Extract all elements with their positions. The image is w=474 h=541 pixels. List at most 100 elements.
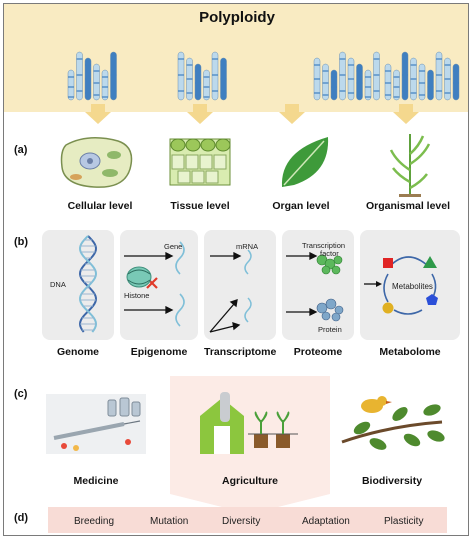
chromosome-band — [93, 82, 100, 84]
chromosome-band — [178, 58, 184, 60]
chromosome-band — [419, 94, 425, 96]
chromosome-band — [220, 92, 227, 94]
chromosome-band — [419, 70, 425, 72]
chromosome-band — [436, 58, 442, 60]
chromosome-band — [212, 58, 218, 60]
histone-label: Histone — [124, 291, 150, 300]
nucleosome-icon — [126, 266, 152, 288]
figure-frame — [3, 3, 469, 536]
chromosome-band — [339, 58, 346, 60]
chromosome-band — [436, 90, 442, 92]
panel-label-epigenome: Epigenome — [130, 346, 188, 358]
chromosome-band — [110, 74, 117, 76]
chromosome-band — [393, 76, 400, 78]
chromosome-band — [195, 70, 201, 72]
chromosome-band — [453, 82, 459, 84]
chromosome — [364, 69, 372, 101]
chromosome-band — [322, 94, 329, 96]
chromosome-band — [102, 76, 108, 78]
gene-label: Gene — [164, 242, 183, 251]
chromosome-band — [356, 82, 363, 84]
chromosome-band — [444, 92, 451, 94]
chromosome-band — [76, 58, 83, 60]
chromosome-band — [220, 78, 227, 80]
level-organ: Organ level — [272, 200, 330, 212]
chromosome-band — [322, 70, 329, 72]
chromosome-band — [348, 64, 354, 66]
chromosome-band — [393, 96, 400, 98]
chromosome-band — [110, 90, 117, 92]
chromosome — [101, 69, 109, 101]
chromosome-band — [178, 74, 184, 76]
chromosome-band — [331, 76, 337, 78]
dna-helix-icon — [78, 235, 98, 333]
section-b-label: (b) — [14, 236, 29, 248]
level-tissue: Tissue level — [170, 200, 230, 212]
bird-branch-icon — [341, 396, 445, 450]
chromosome-band — [314, 64, 320, 66]
chromosome-band — [203, 86, 210, 88]
panel-label-genome: Genome — [56, 346, 99, 358]
chromosome-band — [85, 64, 91, 66]
chromosome-band — [203, 96, 210, 98]
application-biodiversity: Biodiversity — [361, 475, 423, 487]
chromosome-band — [339, 90, 346, 92]
chromosome-band — [314, 92, 320, 94]
chromosome-band — [102, 96, 108, 98]
metabolite-cycle-icon — [364, 256, 438, 315]
protein-icon — [316, 254, 344, 322]
panel-label-metabolome: Metabolome — [379, 346, 441, 358]
chromosome-band — [385, 94, 391, 96]
chromosome-band — [410, 64, 417, 66]
chromosome-band — [393, 86, 400, 88]
cell-icon — [60, 137, 133, 188]
transcriptome-arrows — [209, 249, 252, 333]
chromosome-band — [427, 76, 434, 78]
tf-label-1: Transcription — [302, 241, 346, 250]
down-arrow-icon — [393, 104, 419, 124]
chromosome-band — [410, 78, 417, 80]
section-c-label: (c) — [14, 388, 28, 400]
chromosome-band — [444, 64, 451, 66]
proteome-arrows — [286, 251, 318, 317]
chromosome-band — [453, 94, 459, 96]
chromosome-band — [195, 82, 201, 84]
chromosome-band — [348, 78, 354, 80]
panel-label-proteome: Proteome — [293, 346, 343, 358]
trait-plasticity: Plasticity — [384, 516, 424, 527]
chromosome-band — [314, 78, 320, 80]
trait-mutation: Mutation — [150, 516, 189, 527]
application-agriculture: Agriculture — [221, 475, 278, 487]
chromosome-band — [102, 86, 108, 88]
chromosome-band — [444, 78, 451, 80]
chromosome — [330, 69, 338, 101]
down-arrow-icon — [187, 104, 213, 124]
chromosome-band — [373, 74, 380, 76]
chromosome-band — [93, 70, 100, 72]
dna-label: DNA — [50, 280, 66, 289]
chromosome — [67, 69, 75, 101]
chromosome-band — [365, 76, 371, 78]
chromosome-band — [427, 96, 434, 98]
dna-strand — [79, 235, 98, 333]
chromosome-sets — [67, 51, 460, 124]
section-a-label: (a) — [14, 144, 28, 156]
protein-label: Protein — [318, 325, 342, 334]
chromosome — [427, 69, 434, 101]
chromosome-band — [331, 96, 337, 98]
chromosome-band — [186, 64, 193, 66]
chromosome-band — [203, 76, 210, 78]
chromosome-band — [402, 74, 408, 76]
leaf-icon — [281, 137, 329, 187]
chromosome-band — [85, 78, 91, 80]
level-cellular: Cellular level — [67, 200, 133, 212]
section-d-label: (d) — [14, 512, 29, 524]
greenhouse-icon — [200, 392, 298, 454]
figure-title: Polyploidy — [199, 9, 275, 26]
chromosome-band — [373, 58, 380, 60]
trait-breeding: Breeding — [74, 516, 115, 527]
chromosome-band — [365, 96, 371, 98]
trait-adaptation: Adaptation — [302, 516, 350, 527]
down-arrow-icon — [85, 104, 111, 124]
chromosome-band — [220, 64, 227, 66]
